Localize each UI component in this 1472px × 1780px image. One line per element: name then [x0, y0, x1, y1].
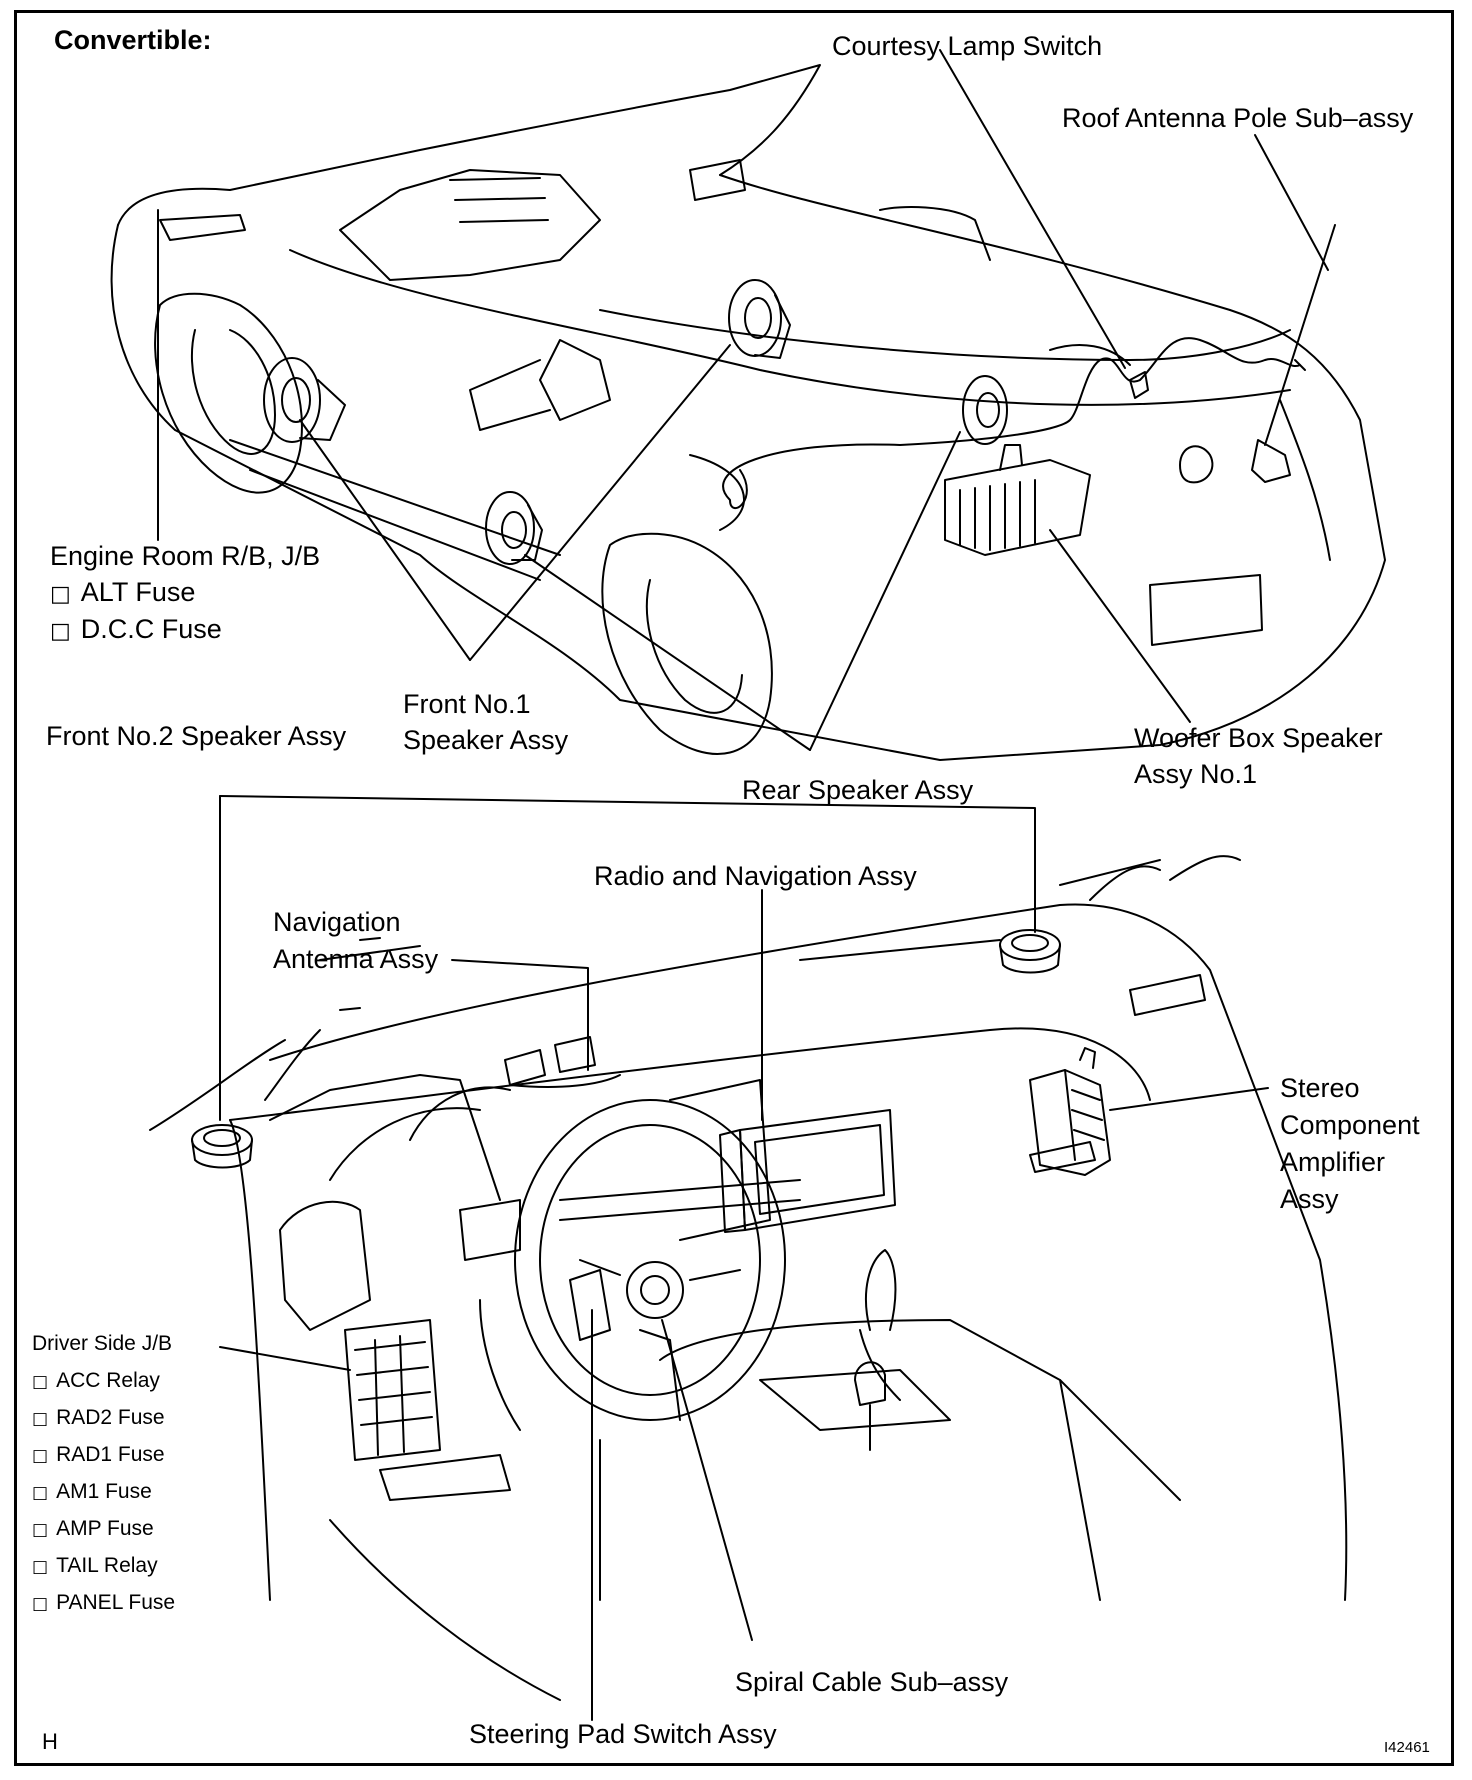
checkbox-icon: □	[32, 1446, 49, 1466]
woofer-box	[944, 444, 1091, 556]
top-leader-lines	[157, 49, 1329, 933]
driver-jb-item: □TAIL Relay	[32, 1554, 158, 1577]
steering-pad-switch-label: Steering Pad Switch Assy	[469, 1719, 777, 1749]
front-no2-speaker-right	[999, 929, 1061, 974]
engine-room-item-alt-fuse: □ALT Fuse	[50, 577, 196, 607]
courtesy-lamp-switch-label: Courtesy Lamp Switch	[832, 31, 1103, 61]
rear-speaker-label: Rear Speaker Assy	[742, 775, 974, 805]
radio-navigation-label: Radio and Navigation Assy	[594, 861, 917, 891]
car-body-outline	[110, 64, 1386, 761]
front-no2-speaker-label: Front No.2 Speaker Assy	[46, 721, 347, 751]
footer-mark: H	[42, 1729, 58, 1754]
navigation-antenna-label-line2: Antenna Assy	[273, 944, 439, 974]
stereo-amplifier	[1029, 1047, 1111, 1176]
front-no2-speaker-left	[191, 1124, 253, 1169]
checkbox-icon: □	[50, 619, 71, 644]
driver-junction-block	[344, 1319, 441, 1461]
front-no1-speaker-label-line2: Speaker Assy	[403, 725, 569, 755]
front-no1-speaker-right	[728, 279, 791, 359]
spiral-cable-label: Spiral Cable Sub–assy	[735, 1667, 1009, 1697]
front-no1-speaker-label-line1: Front No.1	[403, 689, 531, 719]
roof-antenna-pole	[1251, 224, 1336, 483]
woofer-box-speaker-label-line1: Woofer Box Speaker	[1134, 723, 1383, 753]
woofer-box-speaker-label-line2: Assy No.1	[1134, 759, 1258, 789]
gear-shifter	[854, 1361, 886, 1451]
checkbox-icon: □	[32, 1409, 49, 1429]
bottom-leader-lines	[219, 795, 1269, 1721]
checkbox-icon: □	[32, 1594, 49, 1614]
checkbox-icon: □	[50, 582, 71, 607]
checkbox-icon: □	[32, 1557, 49, 1577]
antenna-cable	[722, 337, 1301, 509]
driver-jb-item: □RAD2 Fuse	[32, 1406, 165, 1429]
stereo-label-line4: Assy	[1280, 1184, 1339, 1214]
dashboard-outline	[149, 855, 1348, 1701]
front-no1-speaker-left	[263, 357, 346, 443]
driver-jb-item: □RAD1 Fuse	[32, 1443, 165, 1466]
engine-room-item-dcc-fuse: □D.C.C Fuse	[50, 614, 222, 644]
driver-jb-item: □ACC Relay	[32, 1369, 160, 1392]
driver-jb-item: □AM1 Fuse	[32, 1480, 152, 1503]
checkbox-icon: □	[32, 1520, 49, 1540]
roof-antenna-pole-label: Roof Antenna Pole Sub–assy	[1062, 103, 1414, 133]
checkbox-icon: □	[32, 1372, 49, 1392]
rear-speaker-right	[962, 375, 1008, 445]
diagram-frame	[14, 10, 1454, 1766]
driver-jb-title: Driver Side J/B	[32, 1332, 173, 1355]
page-title: Convertible:	[54, 25, 212, 55]
driver-jb-item: □PANEL Fuse	[32, 1591, 176, 1614]
stereo-label-line3: Amplifier	[1280, 1147, 1386, 1177]
stereo-label-line2: Component	[1280, 1110, 1420, 1140]
steering-wheel	[514, 1099, 786, 1421]
navigation-antenna	[504, 1036, 621, 1088]
checkbox-icon: □	[32, 1483, 49, 1503]
radio-navigation-unit	[669, 1079, 896, 1241]
engine-room-title: Engine Room R/B, J/B	[50, 541, 321, 571]
rear-speaker-left	[485, 491, 543, 565]
figure-id: I42461	[1384, 1739, 1430, 1756]
driver-jb-item: □AMP Fuse	[32, 1517, 154, 1540]
stereo-label-line1: Stereo	[1280, 1073, 1360, 1103]
navigation-antenna-label-line1: Navigation	[273, 907, 401, 937]
